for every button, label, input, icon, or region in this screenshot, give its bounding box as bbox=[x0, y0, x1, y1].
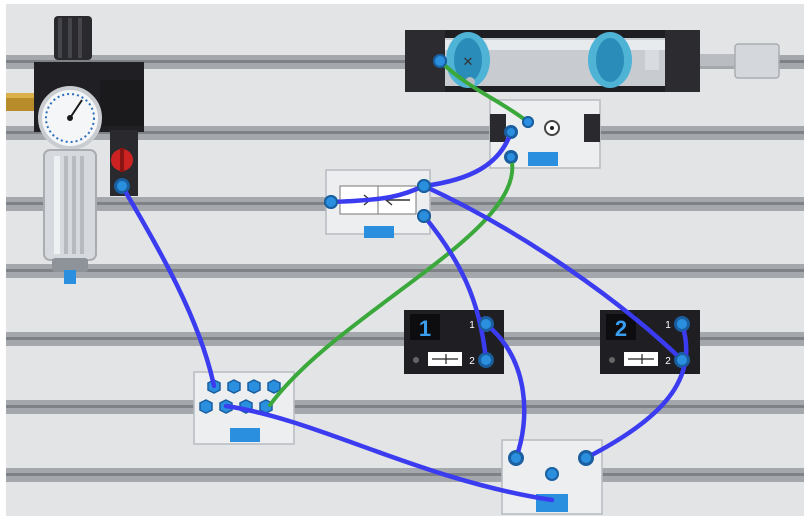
tube-green-manifold[interactable] bbox=[268, 155, 515, 407]
piston-rod-end bbox=[734, 43, 780, 79]
manifold-port[interactable] bbox=[199, 399, 213, 414]
directional-valve-5-2[interactable] bbox=[324, 169, 431, 238]
manifold-port[interactable] bbox=[227, 379, 241, 394]
tube-valve-upper[interactable] bbox=[421, 129, 514, 189]
solenoid-1-port-1-label: 1 bbox=[469, 320, 475, 331]
filter-regulator[interactable] bbox=[6, 16, 144, 284]
solenoid-2-number: 2 bbox=[615, 316, 627, 341]
tube-green-cylinder[interactable] bbox=[438, 59, 530, 124]
tubing bbox=[119, 59, 689, 503]
cylinder-mark: ✕ bbox=[463, 54, 474, 69]
solenoid-2-port-1-label: 1 bbox=[665, 320, 671, 331]
tube-to-solenoid-1[interactable] bbox=[421, 213, 489, 363]
solenoid-1-number: 1 bbox=[419, 316, 431, 341]
tube-supply[interactable] bbox=[119, 183, 217, 389]
solenoid-1-port-2-label: 2 bbox=[469, 356, 475, 367]
shuttle-port-out[interactable] bbox=[545, 467, 559, 481]
tube-manifold-shuttle[interactable] bbox=[223, 403, 555, 503]
tube-solenoid-2-shuttle[interactable] bbox=[583, 321, 689, 461]
tube-to-solenoid-2[interactable] bbox=[421, 183, 685, 363]
manifold-port[interactable] bbox=[267, 379, 281, 394]
tube-valve-p[interactable] bbox=[328, 183, 427, 205]
tube-solenoid-1-shuttle[interactable] bbox=[483, 321, 527, 461]
regulator-knob-icon[interactable] bbox=[54, 16, 92, 60]
manifold-port[interactable] bbox=[247, 379, 261, 394]
solenoid-2-port-2-label: 2 bbox=[665, 356, 671, 367]
